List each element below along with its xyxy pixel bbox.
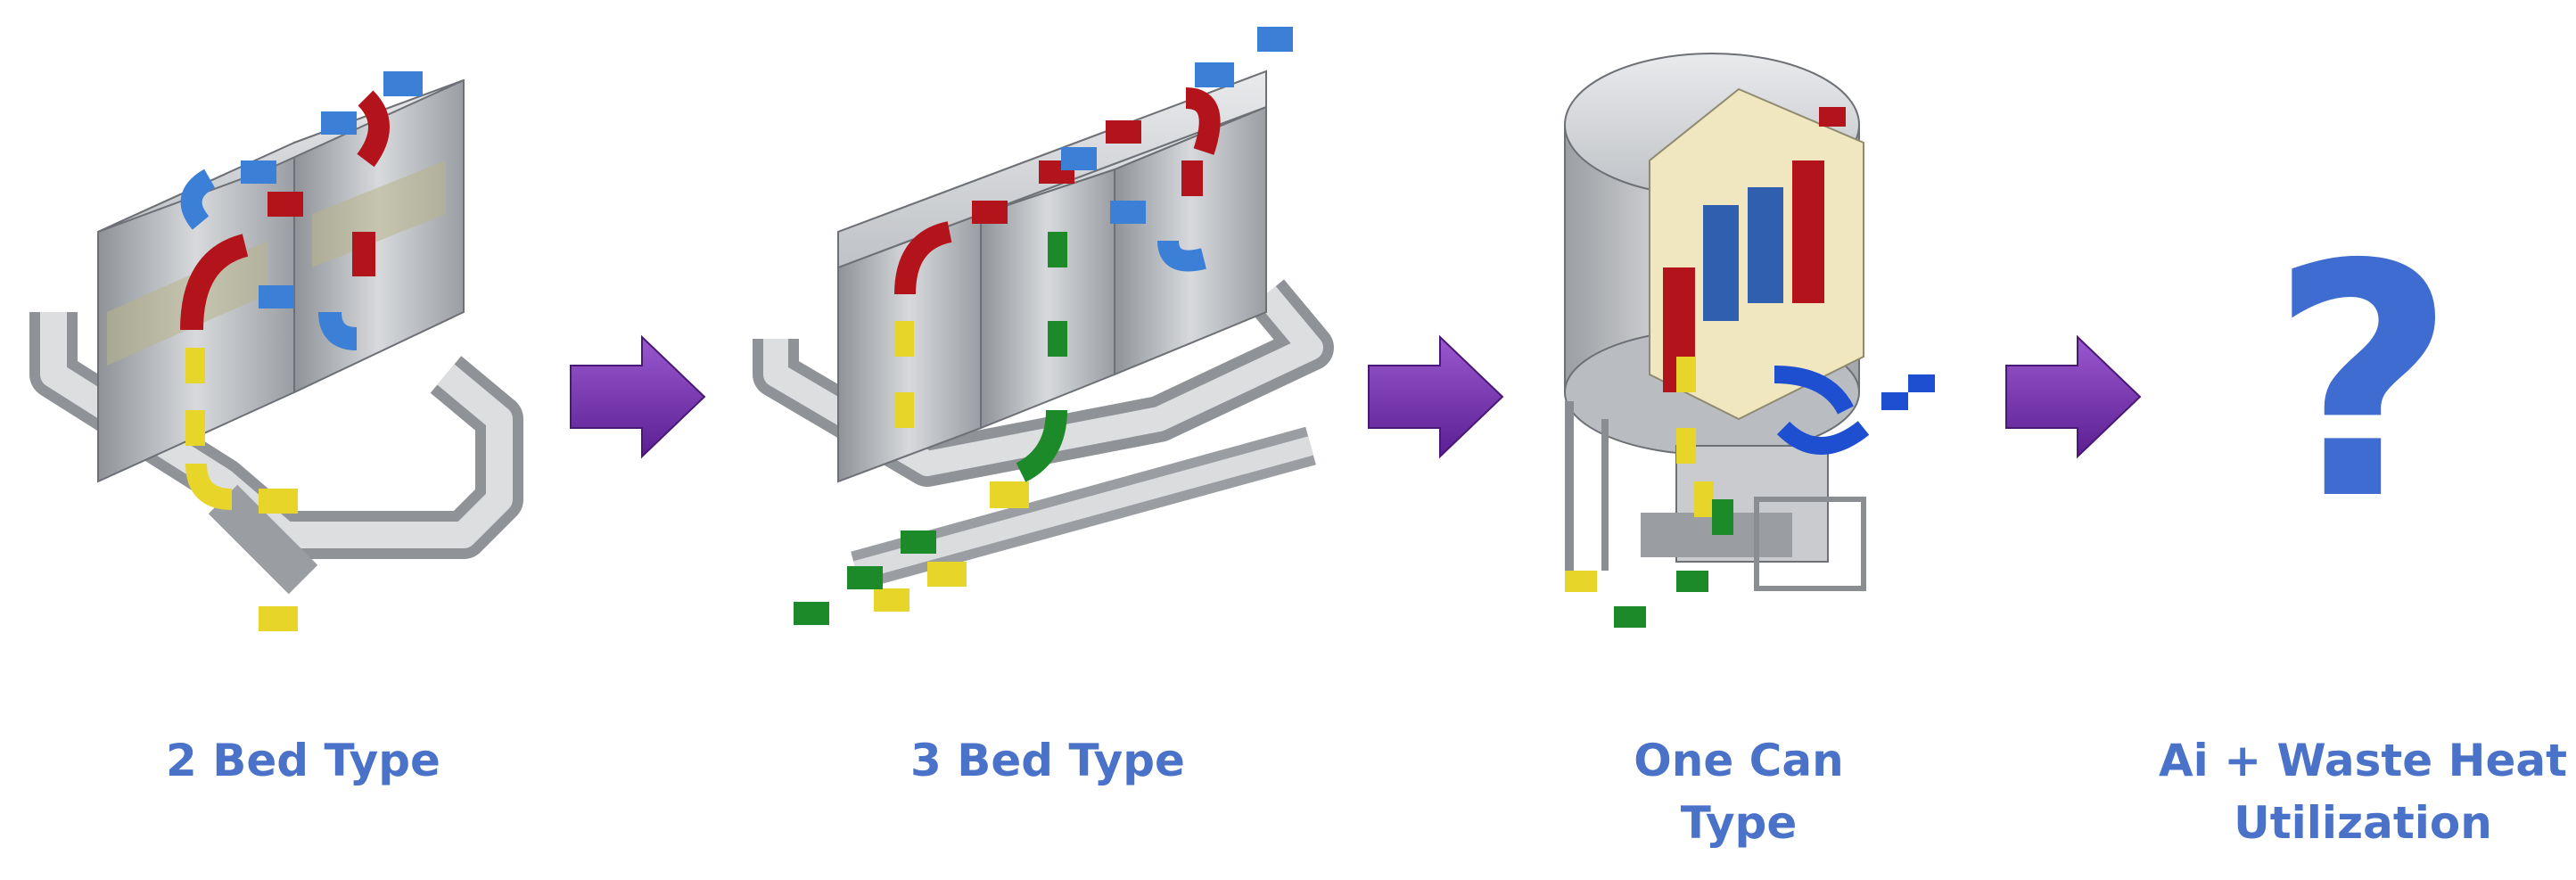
rto-2-bed-icon [29, 71, 523, 631]
question-mark-icon: ? [2269, 196, 2457, 570]
stage-label-ai-waste-heat: Ai + Waste Heat Utilization [2158, 735, 2568, 849]
flow-arrow-icon [2005, 334, 2142, 459]
rto-3-bed-icon [753, 27, 1334, 625]
stage-label-one-can: One Can Type [1634, 735, 1844, 849]
stage-label-2-bed: 2 Bed Type [166, 735, 440, 786]
flow-arrow-icon [1368, 334, 1504, 459]
stage-label-3-bed: 3 Bed Type [910, 735, 1185, 786]
rto-one-can-icon [1564, 53, 1935, 628]
flow-arrow-icon [570, 334, 706, 459]
